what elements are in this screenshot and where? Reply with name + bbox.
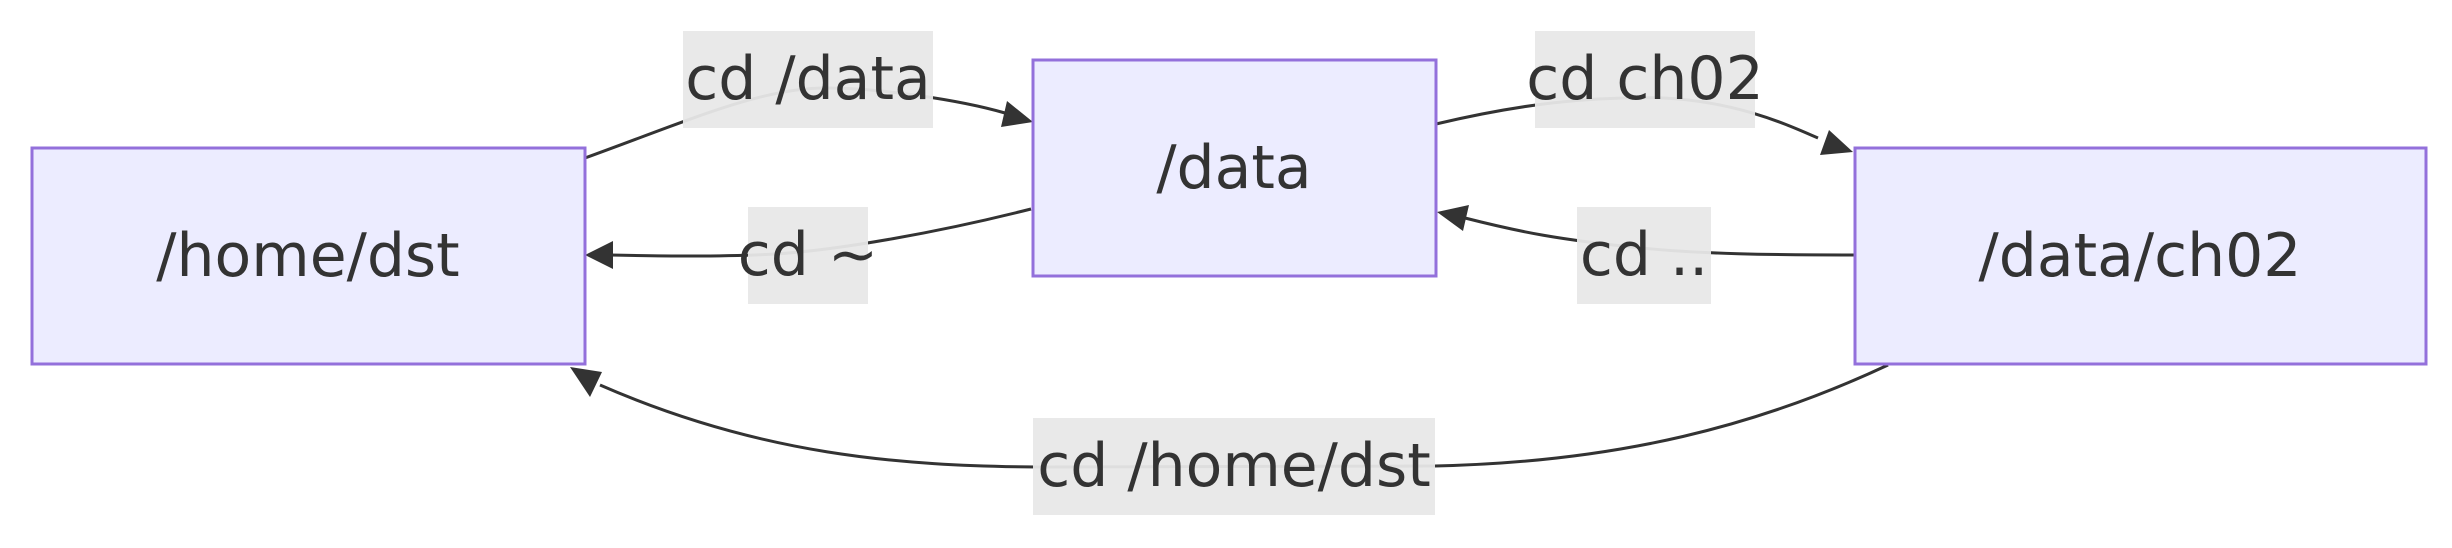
node-data-box <box>1031 58 1438 278</box>
edge-label-cd-home-dst: cd /home/dst <box>1033 418 1435 515</box>
edge-label-cd-home-dst-text: cd /home/dst <box>1037 431 1431 501</box>
edge-label-cd-tilde-text: cd ~ <box>738 220 878 290</box>
edge-label-cd-dotdot-background <box>1577 207 1711 304</box>
edge-label-cd-ch02-background <box>1535 31 1755 128</box>
edge-data-to-home-arrowhead <box>585 241 613 269</box>
edge-data-to-ch02-arrowhead <box>1820 130 1853 155</box>
edge-label-cd-data: cd /data <box>683 31 933 128</box>
edge-label-cd-ch02: cd ch02 <box>1526 31 1764 128</box>
edge-label-cd-tilde: cd ~ <box>738 207 878 304</box>
edge-label-cd-ch02-text: cd ch02 <box>1526 44 1764 114</box>
node-data-label: /data <box>1156 133 1311 203</box>
edge-label-cd-dotdot: cd .. <box>1577 207 1711 304</box>
edge-label-cd-data-background <box>683 31 933 128</box>
node-home-dst-label: /home/dst <box>156 221 459 291</box>
node-data-ch02-label: /data/ch02 <box>1979 221 2302 291</box>
nodes: /home/dst /data /data/ch02 <box>30 58 2428 366</box>
edge-label-cd-home-dst-background <box>1033 418 1435 515</box>
edge-labels: cd /data cd ch02 cd ~ cd .. cd /home/dst <box>683 31 1764 515</box>
node-data-ch02-box <box>1853 146 2428 366</box>
node-data-ch02[interactable]: /data/ch02 <box>1853 146 2428 366</box>
node-data[interactable]: /data <box>1031 58 1438 278</box>
edge-ch02-to-data-arrowhead <box>1437 205 1469 231</box>
edge-home-to-data-arrowhead <box>1001 101 1033 127</box>
edge-label-cd-tilde-background <box>748 207 868 304</box>
node-home-dst-box <box>30 146 587 366</box>
edge-label-cd-dotdot-text: cd .. <box>1580 220 1708 290</box>
edge-label-cd-data-text: cd /data <box>685 44 931 114</box>
edge-ch02-to-home-arrowhead <box>570 367 602 397</box>
node-home-dst[interactable]: /home/dst <box>30 146 587 366</box>
